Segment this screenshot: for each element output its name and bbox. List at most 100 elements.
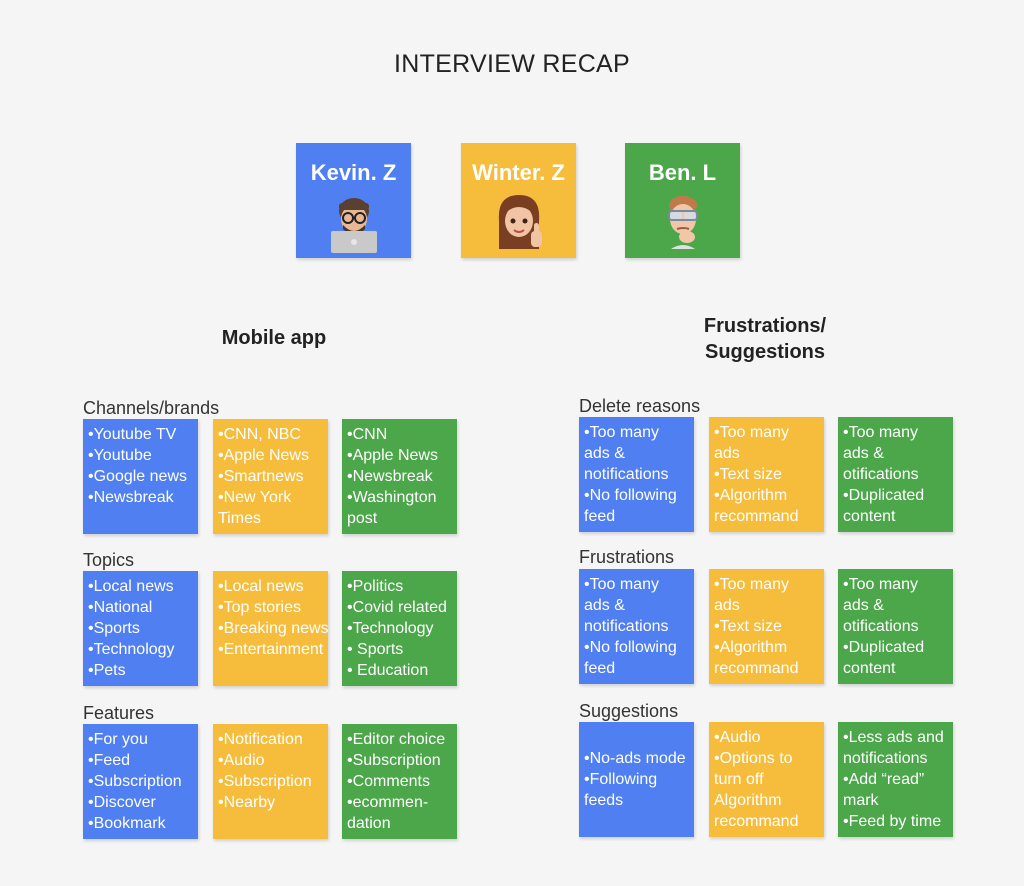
note-line: •Duplicated	[843, 637, 949, 658]
note-line: feed	[584, 506, 690, 527]
note-line: •Too many	[843, 574, 949, 595]
sticky-note: •Youtube TV•Youtube•Google news•Newsbrea…	[83, 419, 198, 534]
note-line: recommand	[714, 506, 820, 527]
interviewee-name: Kevin. Z	[296, 160, 411, 186]
note-line: •Youtube TV	[88, 424, 194, 445]
note-line: •Feed by time	[843, 811, 949, 832]
note-line: •Breaking news	[218, 618, 324, 639]
sticky-note: •Local news•National•Sports•Technology•P…	[83, 571, 198, 686]
note-line: •Apple News	[347, 445, 453, 466]
column-heading-mobile-app: Mobile app	[194, 325, 354, 351]
memoji-thinking-icon	[657, 191, 709, 253]
heading-line: Frustrations/	[680, 313, 850, 339]
note-line: notifications	[843, 748, 949, 769]
note-line: •Add “read”	[843, 769, 949, 790]
note-line: •Subscription	[347, 750, 453, 771]
note-line: •Politics	[347, 576, 453, 597]
note-line: dation	[347, 813, 453, 834]
note-line: mark	[843, 790, 949, 811]
note-line: •ecommen-	[347, 792, 453, 813]
note-line: feed	[584, 658, 690, 679]
sticky-note: •Politics•Covid related•Technology• Spor…	[342, 571, 457, 686]
page-title: INTERVIEW RECAP	[0, 50, 1024, 79]
note-line: •Too many	[584, 574, 690, 595]
note-line: •Text size	[714, 464, 820, 485]
note-line: •No following	[584, 485, 690, 506]
note-line: •Entertainment	[218, 639, 324, 660]
section-label-delete-reasons: Delete reasons	[579, 396, 700, 417]
note-line: •Algorithm	[714, 637, 820, 658]
note-line: •Algorithm	[714, 485, 820, 506]
heading-line: Suggestions	[680, 339, 850, 365]
note-line: •Bookmark	[88, 813, 194, 834]
note-line: post	[347, 508, 453, 529]
sticky-note: •Local news•Top stories•Breaking news•En…	[213, 571, 328, 686]
note-line: •Local news	[88, 576, 194, 597]
note-line: Algorithm	[714, 790, 820, 811]
interviewee-name: Ben. L	[625, 160, 740, 186]
note-line: •New York	[218, 487, 324, 508]
section-label-frustrations: Frustrations	[579, 547, 674, 568]
memoji-laptop-icon	[328, 191, 380, 253]
note-line: notifications	[584, 616, 690, 637]
note-line: •Text size	[714, 616, 820, 637]
section-label-features: Features	[83, 703, 154, 724]
note-line: •Covid related	[347, 597, 453, 618]
note-line: •Top stories	[218, 597, 324, 618]
note-line: otifications	[843, 464, 949, 485]
sticky-note: •Editor choice•Subscription•Comments•eco…	[342, 724, 457, 839]
note-line: •Options to	[714, 748, 820, 769]
section-label-channels: Channels/brands	[83, 398, 219, 419]
interviewee-name: Winter. Z	[461, 160, 576, 186]
note-line: • Sports	[347, 639, 453, 660]
note-line: •Newsbreak	[88, 487, 194, 508]
note-line: •Duplicated	[843, 485, 949, 506]
section-label-topics: Topics	[83, 550, 134, 571]
note-line: •Audio	[714, 727, 820, 748]
sticky-note: •Notification•Audio•Subscription•Nearby	[213, 724, 328, 839]
note-line: recommand	[714, 658, 820, 679]
note-line: ads &	[584, 595, 690, 616]
note-line: •Google news	[88, 466, 194, 487]
note-line: •Subscription	[218, 771, 324, 792]
sticky-note: •For you•Feed•Subscription•Discover•Book…	[83, 724, 198, 839]
note-line: •For you	[88, 729, 194, 750]
note-line: recommand	[714, 811, 820, 832]
note-line: ads	[714, 595, 820, 616]
column-heading-frustrations: Frustrations/ Suggestions	[680, 313, 850, 365]
note-line: •Too many	[714, 574, 820, 595]
note-line: •No-ads mode	[584, 748, 690, 769]
note-line: •Too many	[714, 422, 820, 443]
note-line: •Less ads and	[843, 727, 949, 748]
note-line: •Feed	[88, 750, 194, 771]
note-line: •Youtube	[88, 445, 194, 466]
note-line: •No following	[584, 637, 690, 658]
note-line: •Smartnews	[218, 466, 324, 487]
interviewee-card-winter: Winter. Z	[461, 143, 576, 258]
note-line: •Too many	[584, 422, 690, 443]
note-line: otifications	[843, 616, 949, 637]
note-line: •Local news	[218, 576, 324, 597]
interviewee-card-kevin: Kevin. Z	[296, 143, 411, 258]
note-line: •Editor choice	[347, 729, 453, 750]
note-line: •Technology	[347, 618, 453, 639]
note-line: feeds	[584, 790, 690, 811]
section-label-suggestions: Suggestions	[579, 701, 678, 722]
note-line: ads &	[584, 443, 690, 464]
note-line: •Following	[584, 769, 690, 790]
note-line: content	[843, 658, 949, 679]
note-line: •Sports	[88, 618, 194, 639]
note-line: •CNN	[347, 424, 453, 445]
note-line: •Notification	[218, 729, 324, 750]
note-line: • Education	[347, 660, 453, 681]
memoji-thumbs-up-icon	[493, 191, 545, 253]
